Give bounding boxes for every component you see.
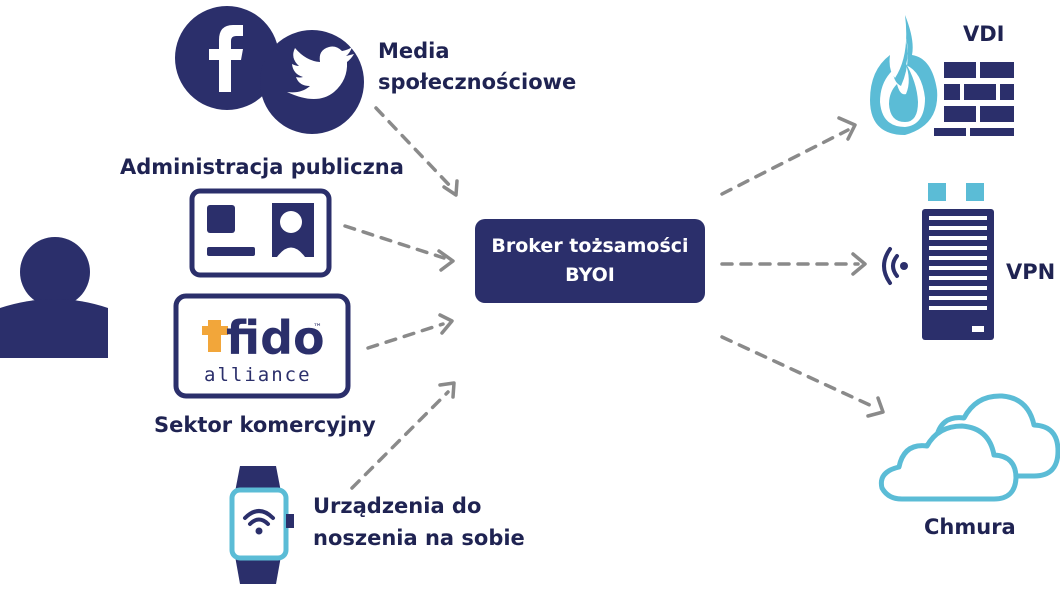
fido-logo: fido ™ alliance: [173, 293, 351, 399]
label-vdi: VDI: [963, 22, 1005, 46]
arrowhead-fido: [438, 313, 454, 335]
smartwatch-icon: [229, 466, 294, 584]
label-media-line1: Media: [378, 39, 450, 63]
broker-subtitle: BYOI: [565, 264, 615, 286]
label-public-admin: Administracja publiczna: [120, 155, 404, 179]
arrowhead-cloud: [866, 396, 885, 418]
arrow-vdi: [720, 128, 850, 196]
fido-alliance-text: alliance: [204, 364, 312, 386]
identity-broker-box: Broker tożsamości BYOI: [475, 219, 705, 303]
label-wearables-line2: noszenia na sobie: [313, 526, 525, 550]
twitter-icon: [260, 30, 364, 134]
cloud-icon: [878, 393, 1060, 502]
broker-title: Broker tożsamości: [491, 235, 689, 257]
facebook-icon: [175, 6, 279, 110]
arrow-fido: [366, 322, 445, 350]
arrowhead-watch: [438, 381, 456, 399]
firewall-icon: [870, 15, 1014, 136]
user-icon: [0, 237, 108, 358]
arrows: [343, 106, 885, 490]
arrow-watch: [350, 390, 450, 490]
fido-tm: ™: [313, 323, 322, 333]
label-vpn: VPN: [1006, 260, 1056, 284]
id-card-icon: [189, 188, 332, 278]
arrowhead-vdi: [837, 116, 857, 141]
arrowhead-admin: [437, 249, 455, 272]
label-media-line2: społecznościowe: [378, 70, 577, 94]
server-icon: [922, 183, 994, 340]
fido-logo-text: fido: [226, 311, 325, 365]
label-commercial: Sektor komercyjny: [154, 413, 376, 437]
arrow-cloud: [720, 335, 876, 409]
arrowhead-vpn: [851, 252, 867, 276]
label-cloud: Chmura: [924, 515, 1016, 539]
signal-icon: [882, 247, 908, 285]
label-wearables-line1: Urządzenia do: [313, 494, 482, 518]
arrowhead-social: [442, 179, 459, 197]
arrow-social: [374, 106, 454, 190]
arrow-admin: [343, 224, 446, 260]
